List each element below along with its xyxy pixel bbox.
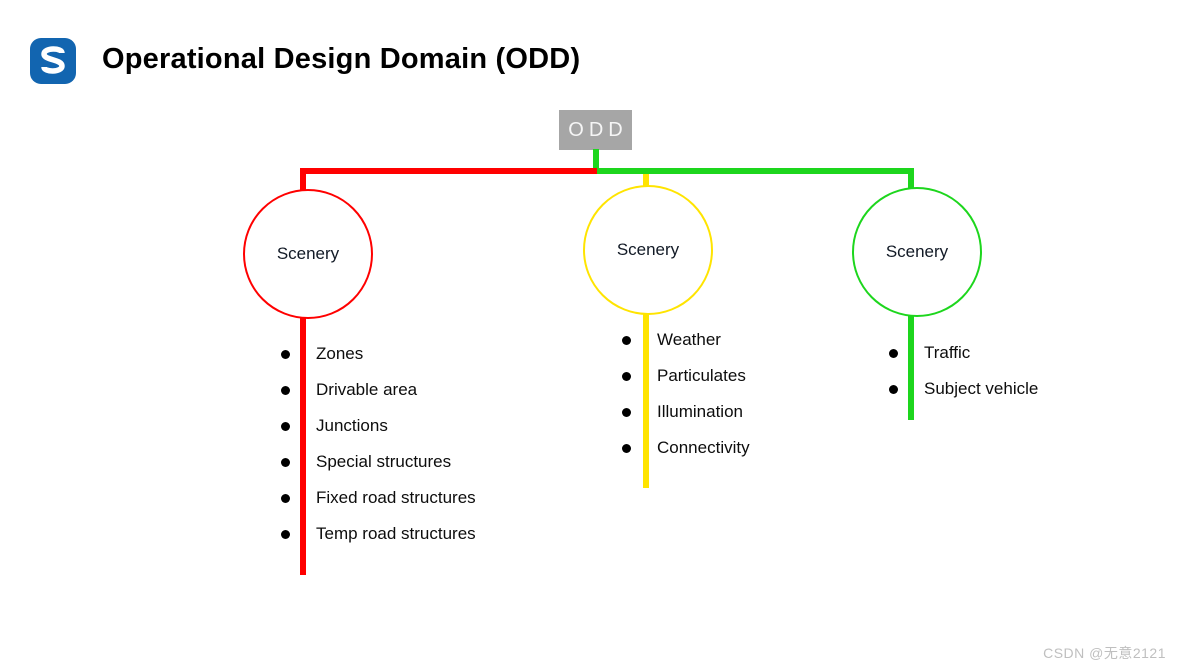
list-item-label: Temp road structures [316, 524, 476, 543]
connector-yellow-drop [643, 174, 649, 189]
list-item-label: Illumination [657, 402, 743, 421]
bullet-icon [281, 493, 290, 503]
list-item: Drivable area [281, 372, 476, 408]
bullet-icon [622, 371, 631, 381]
scenery-node-red-label: Scenery [276, 244, 340, 263]
list-item-label: Connectivity [657, 438, 750, 457]
list-item: Subject vehicle [889, 371, 1038, 407]
green-branch-list: Traffic Subject vehicle [889, 335, 1038, 407]
connector-red-horizontal [300, 168, 597, 174]
list-item-label: Junctions [316, 416, 388, 435]
red-branch-spine [300, 313, 306, 575]
bullet-icon [622, 335, 631, 345]
list-item: Illumination [622, 394, 750, 430]
bullet-icon [281, 457, 290, 467]
scenery-node-yellow: Scenery [583, 185, 713, 315]
list-item: Weather [622, 322, 750, 358]
bullet-icon [281, 529, 290, 539]
connector-root-vertical [593, 149, 599, 174]
connector-red-drop [300, 168, 306, 194]
yellow-branch-list: Weather Particulates Illumination Connec… [622, 322, 750, 466]
connector-green-horizontal [597, 168, 914, 174]
bullet-icon [281, 385, 290, 395]
bullet-icon [622, 407, 631, 417]
bullet-icon [889, 348, 898, 358]
green-branch-spine [908, 311, 914, 420]
list-item: Fixed road structures [281, 480, 476, 516]
list-item: Special structures [281, 444, 476, 480]
list-item-label: Drivable area [316, 380, 418, 399]
bullet-icon [281, 421, 290, 431]
connector-green-drop [908, 168, 914, 192]
list-item: Temp road structures [281, 516, 476, 552]
scenery-node-yellow-label: Scenery [616, 240, 680, 259]
list-item-label: Special structures [316, 452, 452, 471]
bullet-icon [281, 349, 290, 359]
list-item-label: Particulates [657, 366, 746, 385]
list-item: Zones [281, 336, 476, 372]
scenery-node-red: Scenery [243, 189, 373, 319]
red-branch-list: Zones Drivable area Junctions Special st… [281, 336, 476, 552]
page-title: Operational Design Domain (ODD) [102, 43, 581, 75]
scenery-node-green: Scenery [852, 187, 982, 317]
list-item-label: Weather [657, 330, 721, 349]
bullet-icon [889, 384, 898, 394]
csdn-logo-icon [30, 38, 76, 84]
list-item: Junctions [281, 408, 476, 444]
list-item-label: Traffic [924, 343, 971, 362]
list-item-label: Fixed road structures [316, 488, 476, 507]
watermark: CSDN @无意2121 [1043, 645, 1166, 661]
list-item-label: Zones [316, 344, 364, 363]
list-item: Connectivity [622, 430, 750, 466]
list-item: Traffic [889, 335, 1038, 371]
yellow-branch-spine [643, 309, 649, 488]
bullet-icon [622, 443, 631, 453]
list-item-label: Subject vehicle [924, 379, 1039, 398]
list-item: Particulates [622, 358, 750, 394]
scenery-node-green-label: Scenery [885, 242, 949, 261]
root-node-odd: ODD [559, 110, 632, 150]
